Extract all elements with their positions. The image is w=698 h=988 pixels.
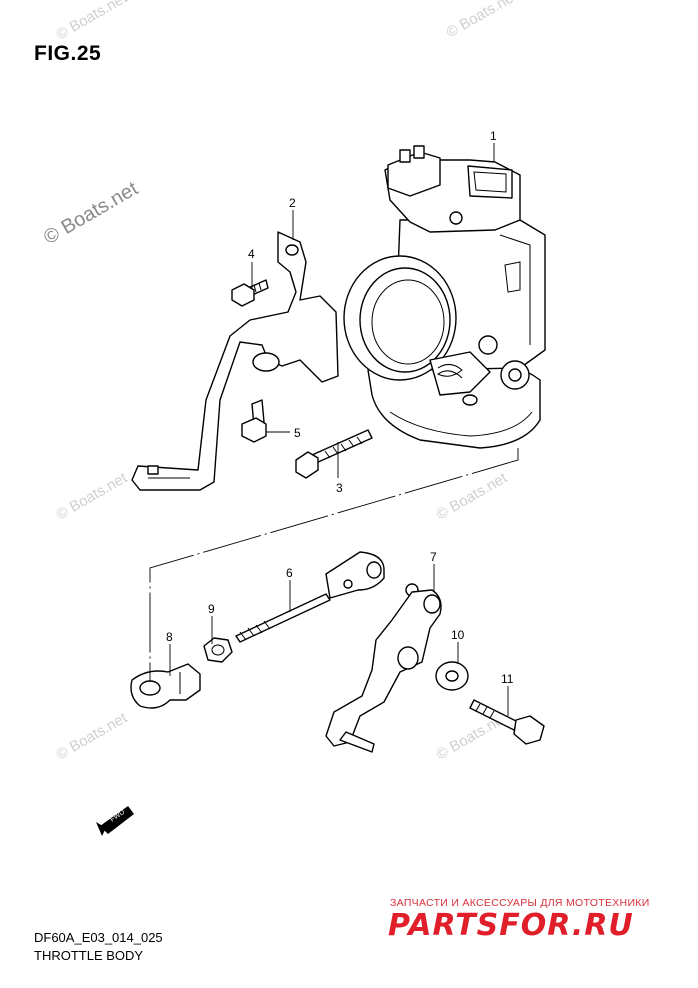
part-threaded-rod <box>235 593 331 643</box>
part-throttle-lever <box>325 551 442 753</box>
figure-code: DF60A_E03_014_025 <box>34 930 163 945</box>
callout-1: 1 <box>490 129 497 143</box>
part-bracket <box>131 231 339 491</box>
callout-4: 4 <box>248 247 255 261</box>
callout-10: 10 <box>451 628 465 642</box>
watermark-text: © Boats.net <box>54 469 131 523</box>
watermark-text: © Boats.net <box>444 0 521 41</box>
callout-11: 11 <box>501 672 514 686</box>
leader-lines <box>169 143 509 716</box>
watermark-text: © Boats.net <box>54 709 131 763</box>
part-washer <box>435 661 469 691</box>
part-bolt-5 <box>241 399 267 443</box>
part-bolt-11 <box>469 699 545 745</box>
callout-6: 6 <box>286 566 293 580</box>
callout-5: 5 <box>294 426 301 440</box>
advert-text: ЗАПЧАСТИ И АКСЕССУАРЫ ДЛЯ МОТОТЕХНИКИ <box>390 897 650 909</box>
callout-8: 8 <box>166 630 173 644</box>
part-throttle-body <box>343 145 546 449</box>
part-long-bolt <box>295 429 373 479</box>
part-rod-end <box>130 663 201 709</box>
part-nut <box>203 637 233 663</box>
callout-2: 2 <box>289 196 296 210</box>
part-bolt-4 <box>231 279 269 307</box>
figure-title: FIG.25 <box>34 42 102 65</box>
callout-7: 7 <box>430 550 437 564</box>
figure-caption: THROTTLE BODY <box>34 948 144 963</box>
callout-3: 3 <box>336 481 343 495</box>
watermark-text: © Boats.net <box>54 0 131 43</box>
advert-logo: PARTSFOR.RU <box>388 908 634 943</box>
callout-labels: 1 2 3 4 5 6 7 8 9 10 11 <box>166 129 514 686</box>
fwd-direction-arrow: FWD <box>96 806 134 836</box>
callout-9: 9 <box>208 602 215 616</box>
watermark-text: © Boats.net <box>434 469 511 523</box>
